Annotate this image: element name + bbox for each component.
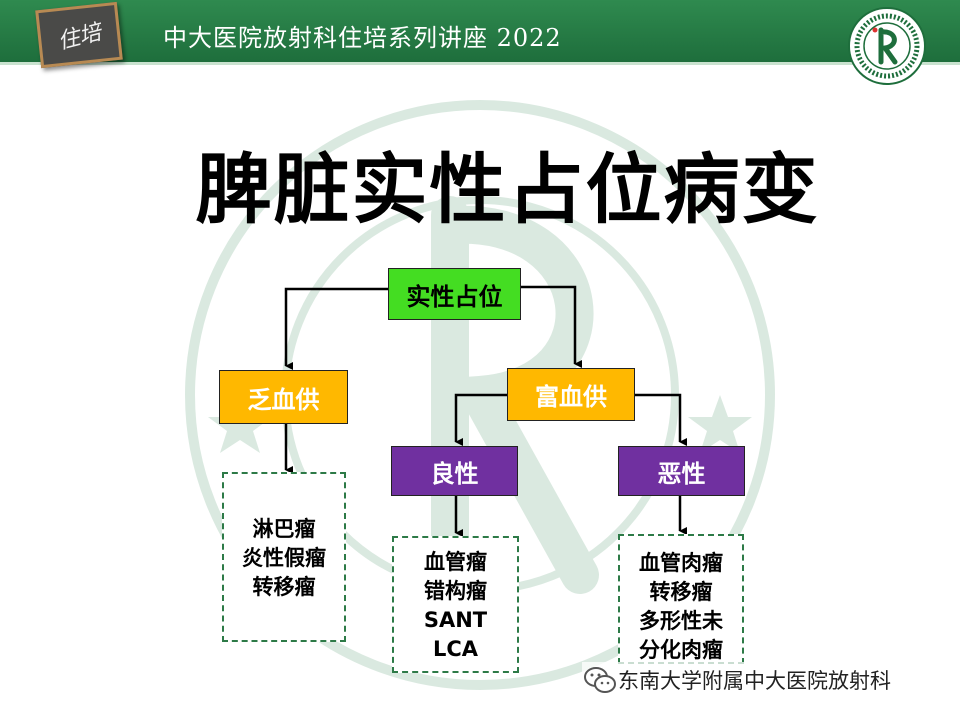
list-item: 转移瘤 [252, 575, 316, 599]
list-item: 炎性假瘤 [242, 546, 326, 570]
hypovascular-list: 淋巴瘤 炎性假瘤 转移瘤 [222, 472, 346, 642]
malignant-list: 血管肉瘤 转移瘤 多形性未 分化肉瘤 [618, 534, 744, 664]
list-item: 多形性未 [639, 609, 723, 633]
node-solid-lesion: 实性占位 [388, 268, 521, 320]
footer-text: 东南大学附属中大医院放射科 [618, 669, 891, 693]
header-divider [0, 62, 960, 65]
wechat-icon [584, 667, 616, 693]
list-item: 分化肉瘤 [639, 638, 723, 662]
list-item: 淋巴瘤 [252, 517, 316, 541]
header-title: 中大医院放射科住培系列讲座 2022 [163, 24, 562, 52]
node-hypovascular: 乏血供 [219, 370, 348, 424]
slide-title: 脾脏实性占位病变 [195, 145, 820, 234]
list-item: 血管肉瘤 [639, 551, 723, 575]
list-item: 血管瘤 [424, 550, 487, 574]
hospital-logo-icon [848, 7, 926, 85]
node-hypervascular: 富血供 [507, 368, 635, 421]
list-item: SANT [423, 608, 488, 632]
node-benign: 良性 [391, 446, 518, 496]
list-item: 转移瘤 [649, 580, 713, 604]
list-item: 错构瘤 [424, 579, 487, 603]
node-malignant: 恶性 [618, 446, 745, 496]
benign-list: 血管瘤 错构瘤 SANT LCA [392, 536, 519, 673]
header-band [0, 0, 960, 62]
footer-watermark: 东南大学附属中大医院放射科 [582, 662, 897, 698]
list-item: LCA [432, 637, 479, 661]
